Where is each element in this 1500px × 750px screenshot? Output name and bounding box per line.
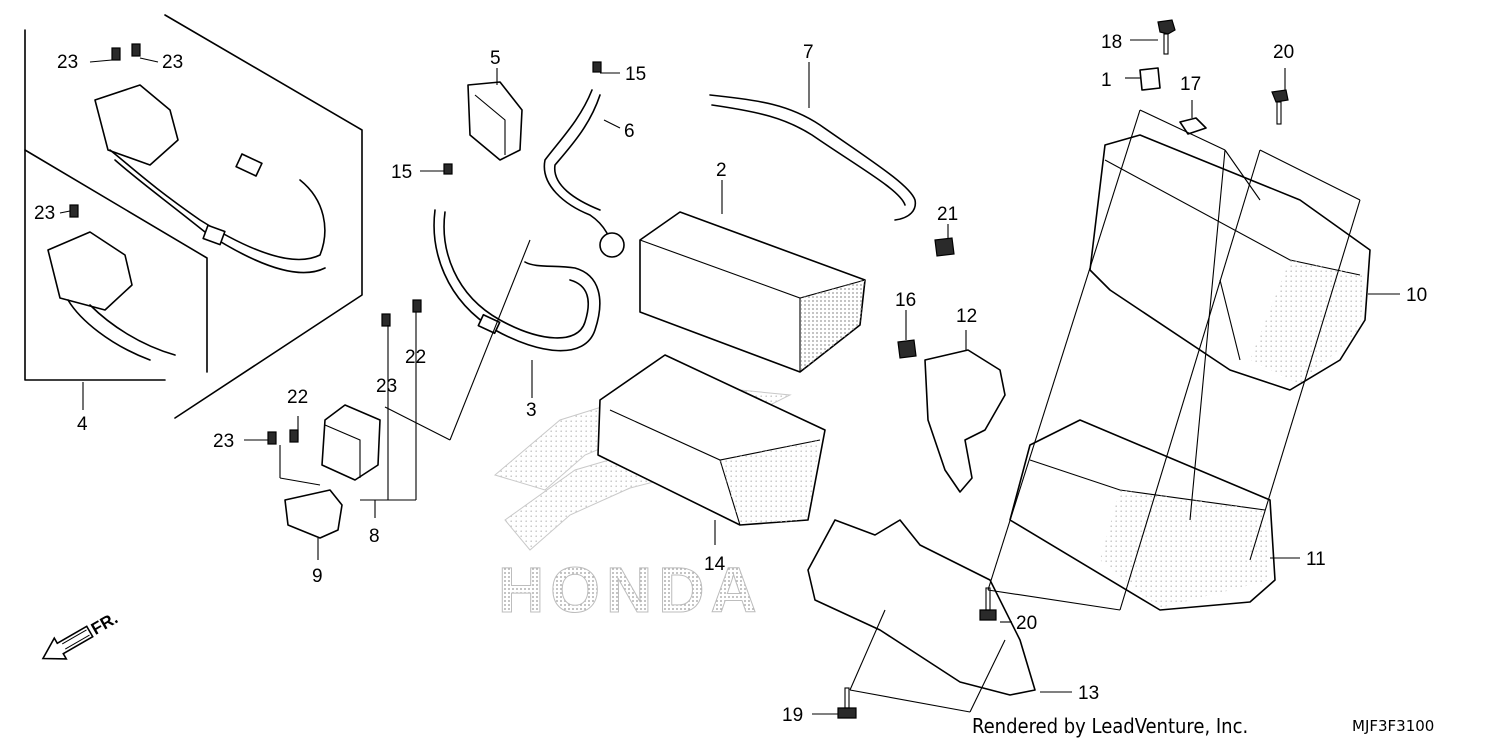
part-2-battery xyxy=(639,211,866,373)
front-arrow-icon xyxy=(41,625,94,660)
callout-13: 13 xyxy=(1078,683,1099,704)
callout-2: 2 xyxy=(716,160,727,181)
part-13-cover-plate xyxy=(807,519,1036,696)
callout-17: 17 xyxy=(1180,74,1201,95)
callout-22a: 22 xyxy=(405,347,426,368)
part-23-terminal-a xyxy=(111,47,121,61)
part-18-bolt xyxy=(1157,19,1176,35)
callout-19: 19 xyxy=(782,705,803,726)
render-credit: Rendered by LeadVenture, Inc. xyxy=(972,714,1248,738)
part-14-battery-tray xyxy=(597,354,826,526)
callout-23c: 23 xyxy=(34,203,55,224)
part-23-terminal-c xyxy=(69,204,79,218)
callout-22b: 22 xyxy=(287,387,308,408)
callout-15b: 15 xyxy=(391,162,412,183)
leader-lines xyxy=(59,39,1400,715)
callout-6: 6 xyxy=(624,121,635,142)
part-20-shank-b xyxy=(985,587,991,611)
callout-16: 16 xyxy=(895,290,916,311)
callout-7: 7 xyxy=(803,42,814,63)
part-22-terminal-b xyxy=(289,429,299,443)
callout-10: 10 xyxy=(1406,285,1427,306)
part-23-terminal-e xyxy=(267,431,277,445)
part-20-screw-b xyxy=(979,609,997,621)
callout-4: 4 xyxy=(77,414,88,435)
callout-3: 3 xyxy=(526,400,537,421)
part-9-cover xyxy=(284,489,343,539)
callout-23a: 23 xyxy=(57,52,78,73)
part-8-relay xyxy=(321,404,381,481)
part-16-bolt xyxy=(897,339,917,359)
front-direction-label: FR. xyxy=(88,609,121,639)
part-19-screw xyxy=(837,707,857,719)
callout-11: 11 xyxy=(1306,549,1326,570)
part-11-lower-case xyxy=(1009,419,1276,611)
part-19-shank xyxy=(844,687,850,709)
callout-15a: 15 xyxy=(625,64,646,85)
callout-23e: 23 xyxy=(213,431,234,452)
part-23-terminal-b xyxy=(131,43,141,57)
callout-20a: 20 xyxy=(1273,42,1294,63)
part-20-screw-a xyxy=(1271,89,1289,103)
callout-labels: 1 2 3 4 5 6 7 8 9 10 11 12 13 14 15 15 1… xyxy=(34,32,1427,726)
callout-5: 5 xyxy=(490,48,501,69)
part-12-bracket xyxy=(924,349,1006,493)
wire-harness-4-upper xyxy=(94,84,179,166)
part-20-shank-a xyxy=(1276,101,1282,125)
part-15-bolt-b xyxy=(443,163,453,175)
part-22-terminal-a xyxy=(412,299,422,313)
callout-1: 1 xyxy=(1101,70,1112,91)
callout-18: 18 xyxy=(1101,32,1122,53)
part-17-clip xyxy=(1179,117,1207,135)
part-5-relay xyxy=(467,81,523,161)
part-7-cable xyxy=(709,94,917,221)
callout-14: 14 xyxy=(704,554,726,575)
part-10-upper-box xyxy=(1089,134,1371,391)
front-direction-indicator: FR. xyxy=(41,609,121,660)
part-21-bolt xyxy=(934,237,955,257)
part-18-shank xyxy=(1163,33,1169,55)
part-1-collar xyxy=(1139,67,1161,91)
honda-wordmark: HONDA xyxy=(498,554,763,626)
callout-23b: 23 xyxy=(162,52,183,73)
callout-20b: 20 xyxy=(1016,613,1037,634)
callout-8: 8 xyxy=(369,526,380,547)
callout-23d: 23 xyxy=(376,376,397,397)
callout-9: 9 xyxy=(312,566,323,587)
callout-21: 21 xyxy=(937,204,958,225)
part-3-cable xyxy=(433,209,601,352)
inset-box-part-4 xyxy=(24,14,363,419)
diagram-code: MJF3F3100 xyxy=(1352,717,1434,735)
part-15-bolt-a xyxy=(592,61,602,73)
callout-12: 12 xyxy=(956,306,977,327)
part-6-cable xyxy=(543,89,613,251)
part-23-terminal-d xyxy=(381,313,391,327)
wire-harness-4-lower xyxy=(47,231,133,311)
